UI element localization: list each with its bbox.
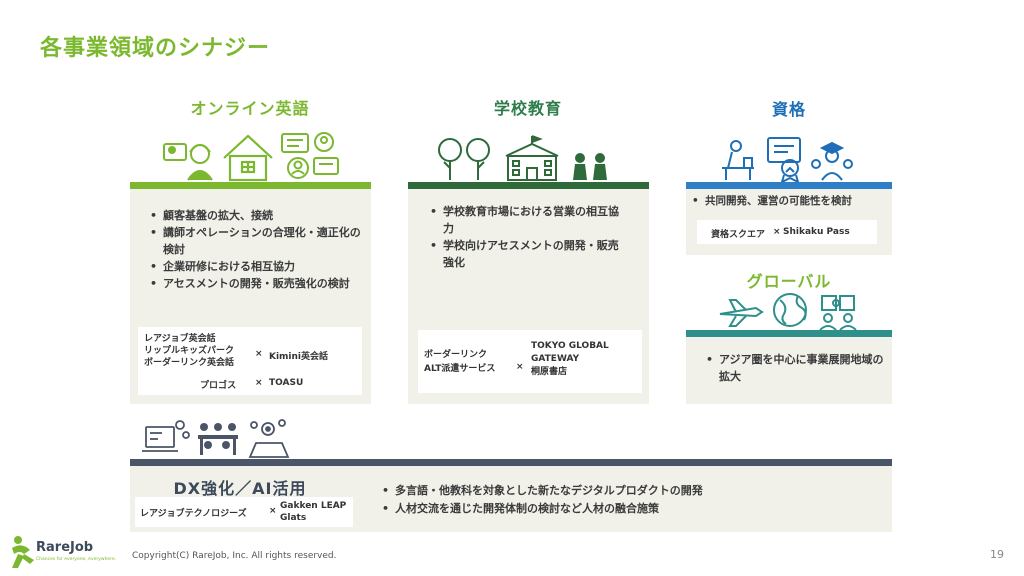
list-item: 学校教育市場における営業の相互協力 xyxy=(430,203,625,237)
rarejob-logo-icon xyxy=(12,536,34,568)
partner-list-right: TOKYO GLOBAL GATEWAY 桐原書店 xyxy=(531,340,609,379)
partner-name: レアジョブ英会話 xyxy=(144,334,216,344)
partner-name: GATEWAY xyxy=(531,354,580,364)
partner-name: ALT派遣サービス xyxy=(424,364,496,374)
partner-name: Shikaku Pass xyxy=(783,227,850,237)
qualifications-bar xyxy=(686,182,892,189)
page-title: 各事業領域のシナジー xyxy=(40,36,271,61)
dx-partners: レアジョブテクノロジーズ × Gakken LEAP Glats xyxy=(135,497,353,527)
global-bar xyxy=(686,330,892,337)
school-education-partners: ボーダーリンク ALT派遣サービス × TOKYO GLOBAL GATEWAY… xyxy=(418,330,642,393)
cross-symbol: × xyxy=(269,506,277,516)
list-item: 多言語・他教科を対象とした新たなデジタルプロダクトの開発 xyxy=(382,482,882,500)
list-item: 顧客基盤の拡大、接続 xyxy=(150,207,365,224)
house-icon xyxy=(223,134,273,182)
global-icons xyxy=(719,293,857,330)
partner-name: リップルキッズパーク xyxy=(144,346,235,356)
online-english-partners: レアジョブ英会話 リップルキッズパーク ボーダーリンク英会話 × Kimini英… xyxy=(138,327,362,395)
children-icon xyxy=(573,153,607,180)
video-call-icon xyxy=(163,143,213,181)
online-english-icons xyxy=(163,132,339,182)
trees-icon xyxy=(438,138,490,180)
cross-symbol: × xyxy=(773,227,781,237)
list-item: 講師オペレーションの合理化・適正化の検討 xyxy=(150,224,365,258)
list-item: 企業研修における相互協力 xyxy=(150,258,365,275)
laptop-gears-icon xyxy=(142,420,190,452)
partner-name: ボーダーリンク英会話 xyxy=(144,358,235,368)
study-desk-icon xyxy=(722,140,754,180)
school-education-icons xyxy=(438,135,607,181)
dx-icons xyxy=(142,419,290,458)
partner-name: TOKYO GLOBAL xyxy=(531,341,609,351)
online-english-bullets: 顧客基盤の拡大、接続 講師オペレーションの合理化・適正化の検討 企業研修における… xyxy=(150,207,365,292)
partner-name: プロゴス xyxy=(200,381,237,391)
page-number: 19 xyxy=(990,548,1004,561)
dx-bar xyxy=(130,459,892,466)
heading-dx-ai: DX強化／AI活用 xyxy=(173,479,307,498)
globe-icon xyxy=(773,293,807,327)
partner-list-left: ボーダーリンク ALT派遣サービス xyxy=(424,348,495,376)
dx-bullets: 多言語・他教科を対象とした新たなデジタルプロダクトの開発 人材交流を通じた開発体… xyxy=(382,482,882,518)
cross-symbol: × xyxy=(255,378,263,388)
partner-name: Kimini英会話 xyxy=(269,352,329,362)
list-item: 学校向けアセスメントの開発・販売強化 xyxy=(430,237,625,271)
cross-symbol: × xyxy=(516,362,524,372)
qualifications-bullets: 共同開発、運営の可能性を検討 xyxy=(692,193,890,210)
heading-global: グローバル xyxy=(746,272,832,291)
certificate-icon xyxy=(767,137,801,182)
list-item: 人材交流を通じた開発体制の検討など人材の融合施策 xyxy=(382,500,882,518)
qualifications-partners: 資格スクエア × Shikaku Pass xyxy=(697,220,877,244)
partner-name: Gakken LEAP xyxy=(280,501,347,511)
partner-list-right: Gakken LEAP Glats xyxy=(280,500,346,524)
list-item: アジア圏を中心に事業展開地域の拡大 xyxy=(706,351,886,385)
school-education-bar xyxy=(408,182,649,189)
partner-name: Glats xyxy=(280,513,307,523)
puzzle-people-icon xyxy=(819,295,857,330)
list-item: アセスメントの開発・販売強化の検討 xyxy=(150,275,365,292)
online-english-bar xyxy=(130,182,371,189)
qualifications-icons xyxy=(722,137,853,182)
team-meeting-icon xyxy=(198,423,238,455)
global-bullets: アジア圏を中心に事業展開地域の拡大 xyxy=(706,351,886,385)
heading-qualifications: 資格 xyxy=(771,100,806,119)
heading-school-education: 学校教育 xyxy=(493,99,562,118)
tablet-settings-icon xyxy=(248,419,290,458)
partner-name: レアジョブテクノロジーズ xyxy=(140,509,247,519)
school-education-bullets: 学校教育市場における営業の相互協力 学校向けアセスメントの開発・販売強化 xyxy=(430,203,625,271)
partner-list-left: レアジョブ英会話 リップルキッズパーク ボーダーリンク英会話 xyxy=(144,333,234,369)
partner-name: ボーダーリンク xyxy=(424,350,488,360)
chat-users-icon xyxy=(281,132,339,179)
airplane-icon xyxy=(719,299,764,327)
logo-tagline: Chances for everyone, everywhere. xyxy=(36,557,117,562)
heading-online-english: オンライン英語 xyxy=(190,99,310,118)
copyright: Copyright(C) RareJob, Inc. All rights re… xyxy=(132,551,337,561)
school-building-icon xyxy=(505,135,559,181)
list-item: 共同開発、運営の可能性を検討 xyxy=(692,193,890,210)
partner-name: 桐原書店 xyxy=(531,367,568,377)
logo-wordmark: RareJob xyxy=(36,540,94,555)
partner-name: 資格スクエア xyxy=(711,230,766,240)
cross-symbol: × xyxy=(255,349,263,359)
graduate-gears-icon xyxy=(811,141,853,181)
partner-name: TOASU xyxy=(269,378,304,388)
